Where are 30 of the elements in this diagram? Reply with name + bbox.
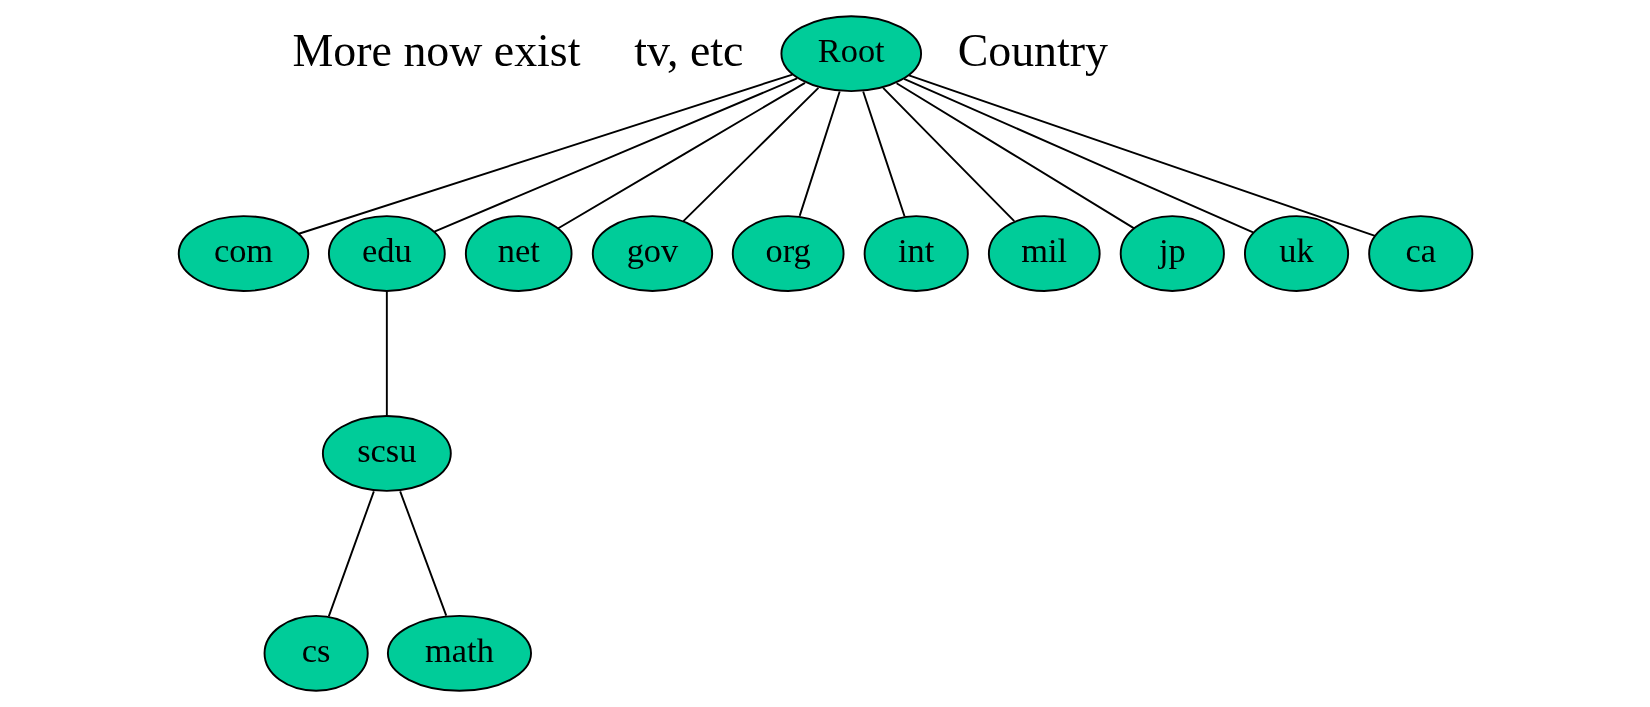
label: More now exist: [292, 24, 580, 76]
connector: [556, 81, 806, 230]
connector: [432, 77, 798, 233]
node-ellipse: int: [863, 215, 969, 292]
connector: [385, 290, 388, 417]
node-ellipse: cs: [263, 614, 369, 692]
node-ellipse: org: [731, 215, 844, 292]
connector: [398, 490, 447, 617]
label: tv, etc: [633, 24, 743, 76]
node-ellipse: edu: [327, 215, 446, 292]
connector: [798, 90, 841, 217]
node-ellipse: ca: [1367, 215, 1473, 292]
node-ellipse: gov: [591, 215, 713, 292]
node-ellipse: Root: [779, 15, 922, 93]
connector: [681, 87, 819, 223]
connector: [895, 82, 1135, 230]
node-ellipse: jp: [1119, 215, 1225, 292]
connector: [881, 87, 1015, 223]
node-ellipse: scsu: [321, 415, 452, 492]
connector: [297, 73, 793, 235]
label: Country: [957, 24, 1108, 76]
node-ellipse: uk: [1243, 215, 1349, 292]
connector: [902, 77, 1254, 234]
node-ellipse: mil: [987, 215, 1101, 292]
node-ellipse: net: [464, 215, 572, 292]
node-ellipse: com: [177, 215, 309, 292]
connector: [861, 90, 906, 218]
node-ellipse: math: [386, 614, 532, 692]
connector: [327, 490, 375, 618]
connector: [907, 74, 1376, 237]
